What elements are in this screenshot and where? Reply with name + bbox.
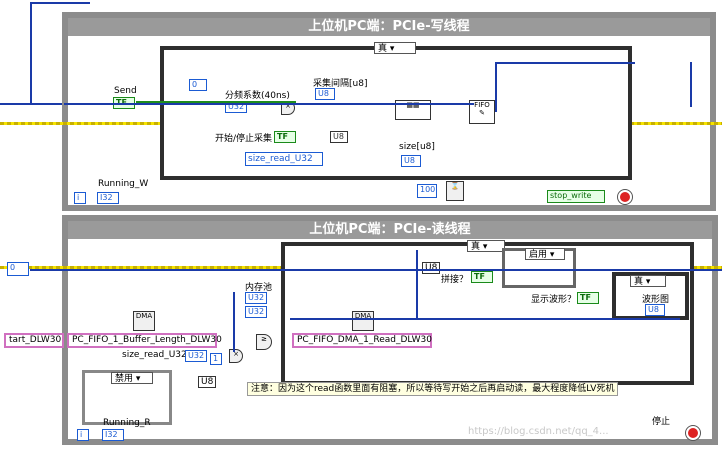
num-const-write[interactable]: 0 [189, 79, 207, 91]
blue-wire-w4 [690, 62, 692, 107]
top-wire-vertical [30, 2, 32, 103]
disabled-selector-label: 禁用 [115, 374, 134, 384]
compare-icon: ≥ [256, 334, 272, 350]
splice-label: 拼接？ [441, 275, 469, 285]
blue-wire-w2 [495, 62, 497, 112]
wait-ms-icon: ⌛ [446, 181, 464, 201]
wait-const[interactable]: 100 [417, 184, 437, 198]
watermark: https://blog.csdn.net/qq_4... [468, 426, 609, 437]
running-w-label: Running_W [98, 179, 149, 189]
size-read-indicator: U32 [185, 350, 207, 362]
waveform-indicator: U8 [645, 304, 665, 316]
blue-wire-r2 [233, 292, 235, 352]
u8-label-1: U8 [198, 376, 217, 388]
size-read-control[interactable]: size_read_U32 [245, 152, 323, 166]
blue-wire-r3 [290, 318, 680, 320]
green-wire-w1 [136, 101, 296, 103]
running-r-label: Running_R [103, 418, 151, 428]
num-const-read[interactable]: 0 [7, 262, 29, 276]
stop-write-terminal[interactable]: stop_write [547, 190, 605, 203]
blue-wire-w1 [64, 103, 474, 105]
write-case-selector-label: 真 [378, 44, 388, 54]
dma-config-label: DMA [135, 312, 153, 320]
iteration-i-read: i [77, 429, 89, 441]
left-wire-top [0, 103, 64, 105]
blue-wire-r1 [30, 269, 722, 271]
cast-u8-node: U8 [330, 131, 348, 143]
top-wire-horizontal [30, 2, 90, 4]
size-label: size[u8] [399, 142, 435, 152]
splice-control[interactable]: TF [471, 271, 493, 283]
mem-pool-indicator-1: U32 [245, 292, 267, 304]
waveform-case-selector-label: 真 [634, 277, 644, 287]
dma-read-ref[interactable]: PC_FIFO_DMA_1_Read_DLW30 [292, 333, 432, 348]
dma-config-icon[interactable]: DMA [133, 311, 155, 331]
sample-interval-indicator: U8 [315, 88, 335, 100]
running-r-indicator: I32 [102, 429, 124, 441]
write-loop-stop-icon [618, 190, 632, 204]
enable-selector[interactable]: 启用 ▾ [525, 248, 565, 260]
mem-pool-indicator-2: U32 [245, 306, 267, 318]
write-loop-title: 上位机PC端：PCIe-写线程 [68, 18, 710, 36]
dma-read-label: DMA [354, 312, 372, 320]
send-label: Send [114, 86, 137, 96]
sample-interval-label: 采集间隔[u8] [313, 79, 368, 89]
mult-const[interactable]: 1 [210, 353, 222, 365]
blue-wire-w3 [495, 62, 635, 64]
waveform-case-selector[interactable]: 真 ▾ [630, 275, 666, 287]
startstop-control[interactable]: TF [274, 131, 296, 143]
multiply-read-icon: × [229, 349, 243, 363]
read-loop-stop-icon [686, 426, 700, 440]
div-count-label: 分频系数(40ns) [225, 91, 290, 101]
size-read-label: size_read_U32 [122, 350, 187, 360]
build-array-icon: ▦▦ [395, 100, 431, 120]
buffer-length-ref[interactable]: PC_FIFO_1_Buffer_Length_DLW30 [67, 333, 222, 348]
dma-read-icon[interactable]: DMA [352, 311, 374, 331]
startstop-label: 开始/停止采集 [215, 134, 273, 144]
read-case-selector-label: 真 [471, 242, 481, 252]
blue-wire-r4 [416, 250, 418, 320]
waveform-label: 波形图 [642, 295, 670, 305]
fifo-node-label: FIFO [474, 101, 490, 109]
note-comment: 注意：因为这个read函数里面有阻塞，所以等待写开始之后再启动读，最大程度降低L… [247, 382, 619, 396]
show-wave-control[interactable]: TF [577, 292, 599, 304]
show-wave-label: 显示波形？ [531, 295, 577, 305]
enable-selector-label: 启用 [529, 250, 548, 260]
size-indicator: U8 [401, 155, 421, 167]
read-loop-title: 上位机PC端：PCIe-读线程 [68, 221, 712, 239]
u8-label-2: U8 [422, 262, 441, 274]
iteration-i-write: i [74, 192, 86, 204]
mem-pool-label: 内存池 [245, 283, 273, 293]
write-case-selector[interactable]: 真 ▾ [374, 42, 416, 54]
disabled-selector[interactable]: 禁用 ▾ [111, 372, 153, 384]
stop-label: 停止 [652, 417, 671, 427]
read-case-selector[interactable]: 真 ▾ [467, 240, 505, 252]
start-dlw30-ref[interactable]: tart_DLW30 [4, 333, 64, 348]
running-w-indicator: I32 [97, 192, 119, 204]
